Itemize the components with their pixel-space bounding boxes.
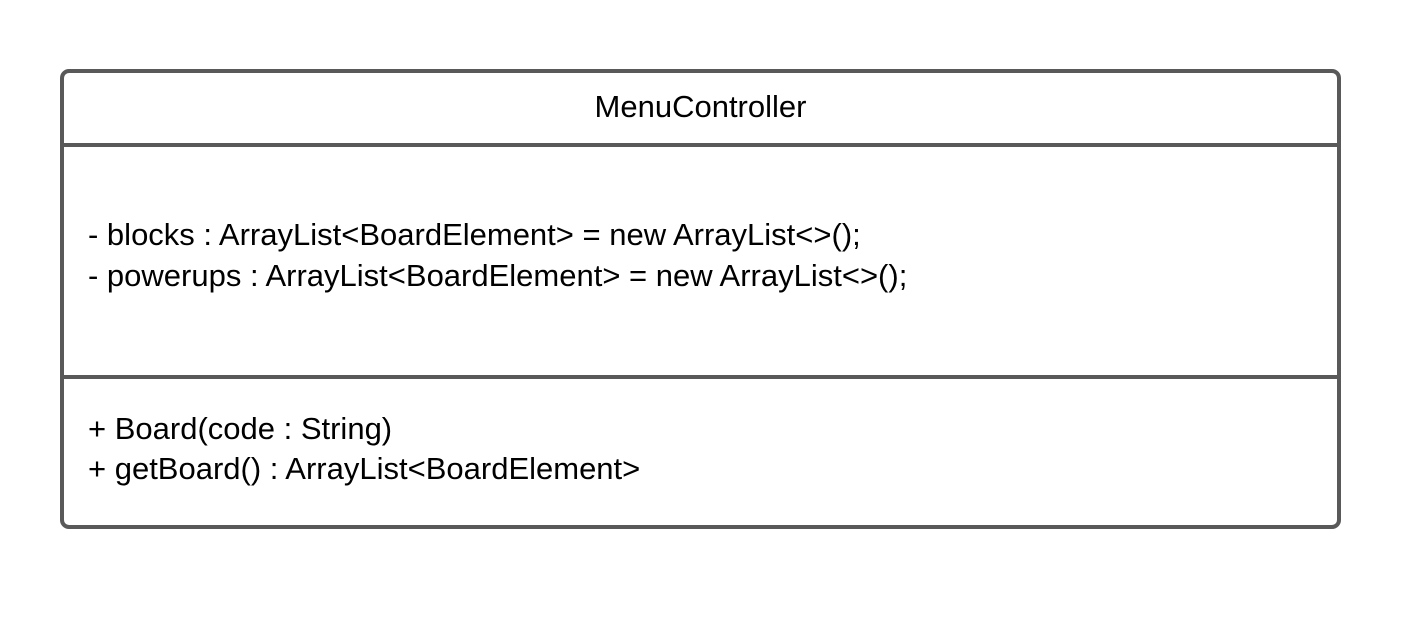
uml-class-box: MenuController - blocks : ArrayList<Boar… xyxy=(60,69,1341,529)
class-name-compartment: MenuController xyxy=(64,73,1337,143)
attribute-blocks: - blocks : ArrayList<BoardElement> = new… xyxy=(88,217,861,252)
class-name: MenuController xyxy=(594,88,807,124)
methods-compartment: + Board(code : String) + getBoard() : Ar… xyxy=(64,379,1337,525)
compartment-divider-top xyxy=(64,143,1337,147)
compartment-divider-bottom xyxy=(64,375,1337,379)
attribute-powerups: - powerups : ArrayList<BoardElement> = n… xyxy=(88,258,908,293)
attributes-compartment: - blocks : ArrayList<BoardElement> = new… xyxy=(64,147,1337,375)
method-get-board: + getBoard() : ArrayList<BoardElement> xyxy=(88,451,641,486)
method-board-constructor: + Board(code : String) xyxy=(88,411,393,446)
